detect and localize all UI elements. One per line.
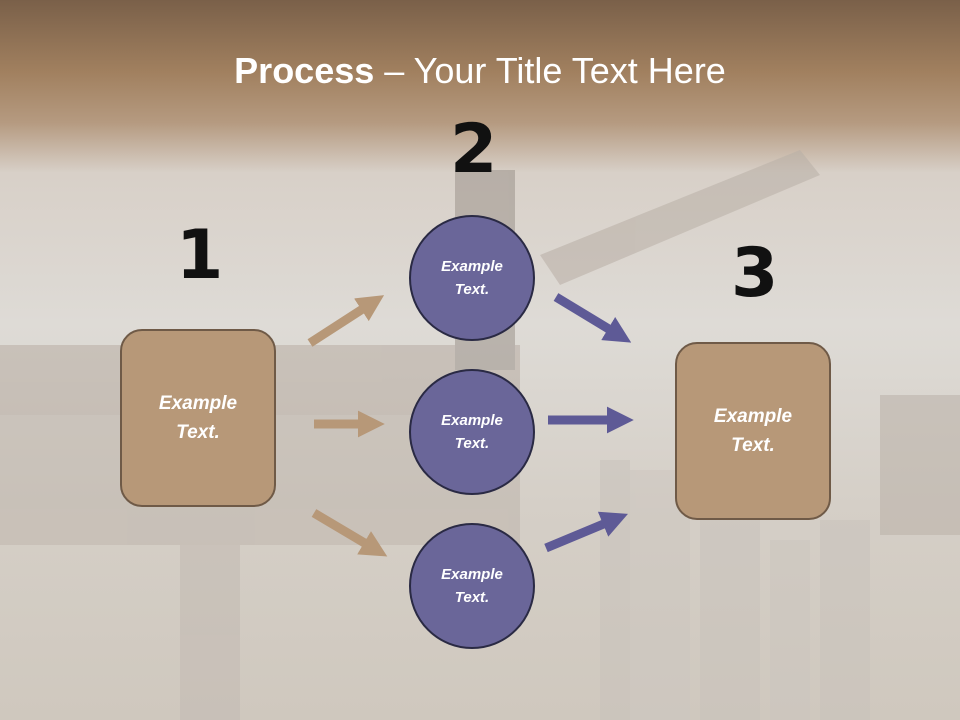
step-2-circle-bottom: Example Text. [409, 523, 535, 649]
arrow-1-to-2-top [307, 295, 385, 347]
step-2-circle-bottom-text: Example Text. [441, 566, 503, 606]
slide-title: Process – Your Title Text Here [0, 50, 960, 92]
step-1-text: Example Text. [158, 393, 238, 443]
title-rest: – Your Title Text Here [374, 50, 726, 91]
bridge-deck-right [880, 395, 960, 535]
step-2-circle-middle-text: Example Text. [441, 412, 503, 452]
building [600, 460, 630, 720]
plank [540, 150, 820, 285]
step-2-circle-top-text: Example Text. [441, 258, 503, 298]
step-2-circle-middle: Example Text. [409, 369, 535, 495]
arrow-2-to-3-bottom [544, 511, 628, 553]
step-1-number: 1 [176, 216, 224, 295]
building [700, 520, 760, 720]
title-bold: Process [234, 50, 375, 91]
step-1-box: Example Text. [120, 329, 276, 507]
building [820, 520, 870, 720]
arrow-1-to-2-bottom [311, 509, 388, 557]
bridge-pillar [180, 545, 240, 720]
step-2-number: 2 [450, 110, 498, 189]
step-3-box: Example Text. [675, 342, 831, 520]
building [770, 540, 810, 720]
step-3-text: Example Text. [713, 406, 793, 456]
arrow-2-to-3-top [553, 293, 632, 343]
step-2-circle-top: Example Text. [409, 215, 535, 341]
step-3-number: 3 [731, 234, 779, 313]
